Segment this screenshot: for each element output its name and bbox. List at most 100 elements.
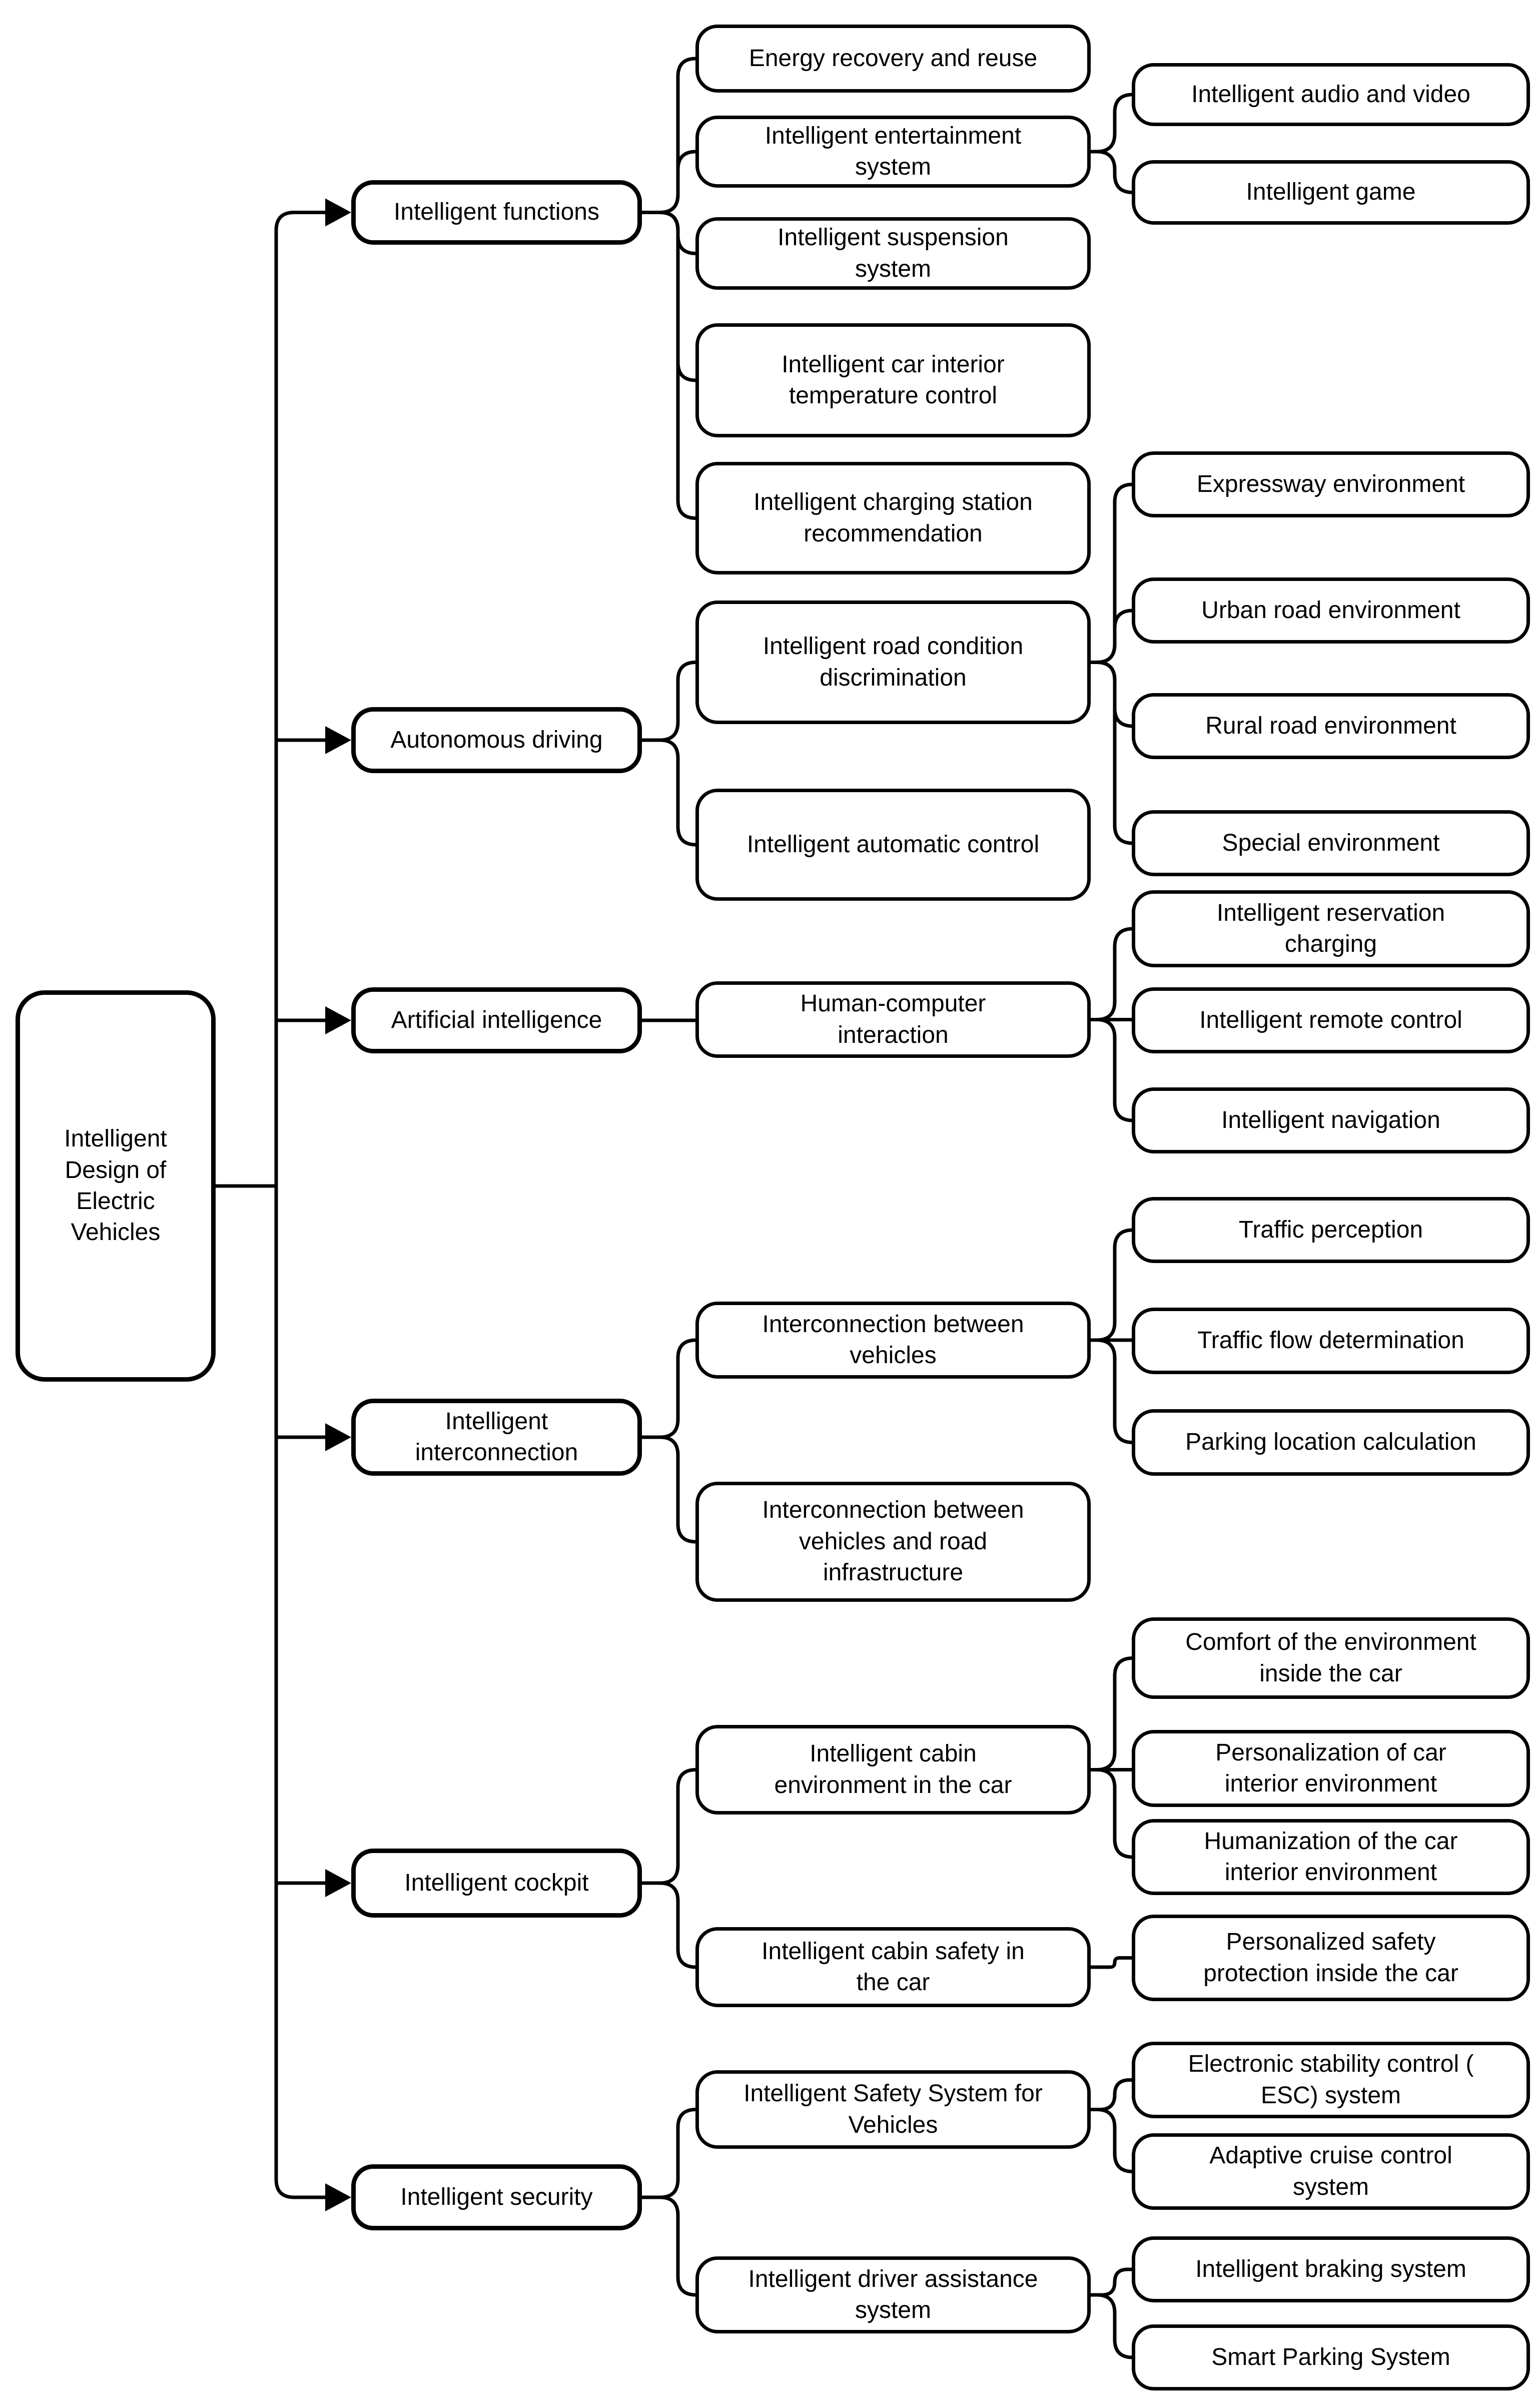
node-energy: Energy recovery and reuse — [695, 25, 1091, 93]
connector-line — [1091, 1768, 1135, 1859]
connector-line — [1091, 1656, 1135, 1771]
node-reservation: Intelligent reservation charging — [1132, 890, 1530, 967]
node-label-navigation: Intelligent navigation — [1221, 1106, 1440, 1133]
node-smartpark: Smart Parking System — [1132, 2324, 1530, 2390]
node-temperature: Intelligent car interior temperature con… — [695, 323, 1091, 437]
node-label-personalize: Personalization of car interior environm… — [1215, 1739, 1446, 1797]
connector-line — [642, 2195, 698, 2297]
connector-line — [1091, 93, 1135, 154]
node-label-functions: Intelligent functions — [394, 199, 599, 226]
connector-line — [642, 211, 698, 382]
node-label-ai: Artificial intelligence — [391, 1006, 602, 1033]
node-label-cabinenv: Intelligent cabin environment in the car — [774, 1740, 1012, 1798]
connector-line — [642, 150, 698, 214]
node-interconnect: Intelligent interconnection — [351, 1399, 642, 1476]
connector-line — [1091, 927, 1135, 1021]
node-label-hci: Human-computer interaction — [800, 990, 986, 1048]
node-remote: Intelligent remote control — [1132, 987, 1530, 1053]
arrowhead-icon — [325, 1423, 351, 1451]
node-label-ivroad: Interconnection between vehicles and roa… — [762, 1497, 1024, 1586]
node-label-remote: Intelligent remote control — [1199, 1006, 1462, 1033]
node-game: Intelligent game — [1132, 160, 1530, 225]
node-label-comfort: Comfort of the environment inside the ca… — [1185, 1629, 1476, 1687]
node-label-roadcond: Intelligent road condition discriminatio… — [762, 633, 1024, 691]
connector-line — [642, 1768, 698, 1885]
node-label-humanize: Humanization of the car interior environ… — [1204, 1828, 1458, 1886]
connector-line — [1091, 661, 1135, 845]
node-label-safesys: Intelligent Safety System for Vehicles — [743, 2080, 1043, 2138]
node-driverassist: Intelligent driver assistance system — [695, 2256, 1091, 2333]
connector-line — [1091, 1956, 1132, 1969]
arrowhead-icon — [325, 2183, 351, 2211]
node-label-reservation: Intelligent reservation charging — [1216, 899, 1445, 957]
node-hci: Human-computer interaction — [695, 981, 1091, 1058]
node-ivroad: Interconnection between vehicles and roa… — [695, 1482, 1091, 1602]
node-security: Intelligent security — [351, 2164, 642, 2230]
node-safesys: Intelligent Safety System for Vehicles — [695, 2070, 1091, 2149]
node-label-trafficper: Traffic perception — [1238, 1216, 1423, 1243]
node-roadcond: Intelligent road condition discriminatio… — [695, 600, 1091, 724]
connector-line — [1091, 2293, 1135, 2359]
connector-line — [642, 1881, 698, 1969]
node-label-autonomous: Autonomous driving — [390, 726, 603, 753]
node-cockpit: Intelligent cockpit — [351, 1849, 642, 1918]
node-audio: Intelligent audio and video — [1132, 63, 1530, 126]
node-special: Special environment — [1132, 810, 1530, 876]
connector-line — [642, 2108, 698, 2199]
connector-line — [1091, 150, 1135, 194]
node-label-charging: Intelligent charging station recommendat… — [753, 489, 1033, 547]
node-acc: Adaptive cruise control system — [1132, 2133, 1530, 2210]
arrowhead-icon — [325, 198, 351, 227]
node-navigation: Intelligent navigation — [1132, 1087, 1530, 1153]
node-label-persafety: Personalized safety protection inside th… — [1203, 1929, 1458, 1987]
node-label-expressway: Expressway environment — [1196, 470, 1465, 497]
node-comfort: Comfort of the environment inside the ca… — [1132, 1617, 1530, 1699]
node-label-acc: Adaptive cruise control system — [1209, 2142, 1452, 2200]
node-cabinenv: Intelligent cabin environment in the car — [695, 1725, 1091, 1815]
node-label-suspension: Intelligent suspension system — [778, 224, 1009, 282]
connector-line — [642, 211, 698, 255]
connector-line — [642, 211, 698, 520]
node-label-rural: Rural road environment — [1205, 712, 1456, 739]
node-parkingloc: Parking location calculation — [1132, 1409, 1530, 1476]
connector-line — [1091, 1338, 1135, 1444]
connector-line — [274, 211, 295, 2199]
node-label-smartpark: Smart Parking System — [1211, 2343, 1450, 2370]
node-iv: Interconnection between vehicles — [695, 1302, 1091, 1379]
node-autocontrol: Intelligent automatic control — [695, 789, 1091, 901]
node-label-parkingloc: Parking location calculation — [1185, 1429, 1476, 1456]
node-persafety: Personalized safety protection inside th… — [1132, 1915, 1530, 2001]
node-label-cabinsafe: Intelligent cabin safety in the car — [761, 1938, 1025, 1996]
node-label-iv: Interconnection between vehicles — [762, 1311, 1024, 1369]
connector-line — [642, 57, 698, 214]
node-label-esc: Electronic stability control ( ESC) syst… — [1188, 2051, 1474, 2109]
node-label-driverassist: Intelligent driver assistance system — [748, 2265, 1038, 2323]
node-label-audio: Intelligent audio and video — [1191, 81, 1470, 108]
arrowhead-icon — [325, 1869, 351, 1897]
node-label-autocontrol: Intelligent automatic control — [746, 831, 1040, 858]
connector-line — [1091, 2267, 1132, 2297]
connector-line — [642, 1435, 698, 1544]
node-root: Intelligent Design of Electric Vehicles — [16, 990, 216, 1382]
connector-line — [1091, 1228, 1135, 1342]
connector-line — [642, 661, 698, 742]
node-label-temperature: Intelligent car interior temperature con… — [782, 351, 1005, 409]
connector-line — [1091, 1018, 1135, 1122]
node-autonomous: Autonomous driving — [351, 707, 642, 773]
node-humanize: Humanization of the car interior environ… — [1132, 1819, 1530, 1895]
node-braking: Intelligent braking system — [1132, 2236, 1530, 2302]
node-functions: Intelligent functions — [351, 180, 642, 245]
arrowhead-icon — [325, 726, 351, 754]
node-label-root: Intelligent Design of Electric Vehicles — [64, 1125, 167, 1246]
node-trafficflow: Traffic flow determination — [1132, 1308, 1530, 1374]
node-label-braking: Intelligent braking system — [1195, 2255, 1466, 2282]
node-label-energy: Energy recovery and reuse — [748, 45, 1038, 72]
node-suspension: Intelligent suspension system — [695, 217, 1091, 290]
connector-line — [642, 1338, 698, 1439]
node-label-special: Special environment — [1222, 829, 1440, 856]
node-rural: Rural road environment — [1132, 693, 1530, 759]
node-personalize: Personalization of car interior environm… — [1132, 1730, 1530, 1807]
node-label-game: Intelligent game — [1246, 179, 1416, 206]
